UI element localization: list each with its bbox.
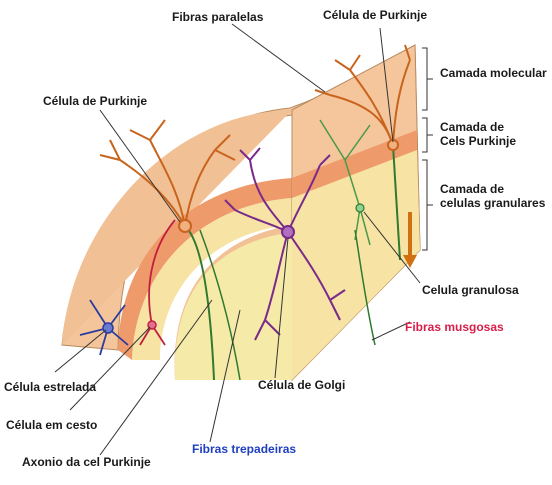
direction-arrowhead bbox=[403, 255, 417, 268]
label-fibras-musgosas: Fibras musgosas bbox=[405, 320, 504, 334]
layer-brackets bbox=[422, 47, 433, 251]
side-purkinje-band bbox=[292, 130, 417, 198]
label-camada-granular: Camada de celulas granulares bbox=[440, 182, 546, 210]
purkinje-soma-left bbox=[178, 219, 192, 233]
label-fibras-trepadeiras: Fibras trepadeiras bbox=[192, 442, 297, 456]
label-camada-molecular: Camada molecular bbox=[440, 66, 547, 80]
label-celula-golgi: Célula de Golgi bbox=[258, 378, 346, 392]
label-camada-purkinje: Camada de Cels Purkinje bbox=[440, 120, 517, 148]
leader-lines bbox=[54, 23, 421, 456]
mossy-fiber bbox=[354, 229, 376, 346]
purkinje-cell-right bbox=[314, 44, 411, 261]
label-axonio: Axonio da cel Purkinje bbox=[22, 455, 151, 469]
label-fibras-paralelas: Fibras paralelas bbox=[172, 10, 264, 24]
climbing-fiber bbox=[199, 229, 241, 381]
golgi-soma bbox=[281, 225, 295, 239]
stellate-cell bbox=[79, 299, 129, 356]
granule-soma bbox=[355, 203, 365, 213]
purkinje-cell-left bbox=[99, 119, 236, 381]
label-celula-estrelada: Célula estrelada bbox=[4, 380, 97, 394]
white-matter bbox=[174, 232, 292, 380]
purkinje-layer-front bbox=[118, 178, 292, 360]
label-celula-cesto: Célula em cesto bbox=[6, 418, 98, 432]
side-granular bbox=[292, 150, 420, 380]
label-purkinje-left: Célula de Purkinje bbox=[43, 94, 148, 108]
label-purkinje-top: Célula de Purkinje bbox=[323, 8, 428, 22]
label-celula-granulosa: Celula granulosa bbox=[422, 283, 519, 297]
